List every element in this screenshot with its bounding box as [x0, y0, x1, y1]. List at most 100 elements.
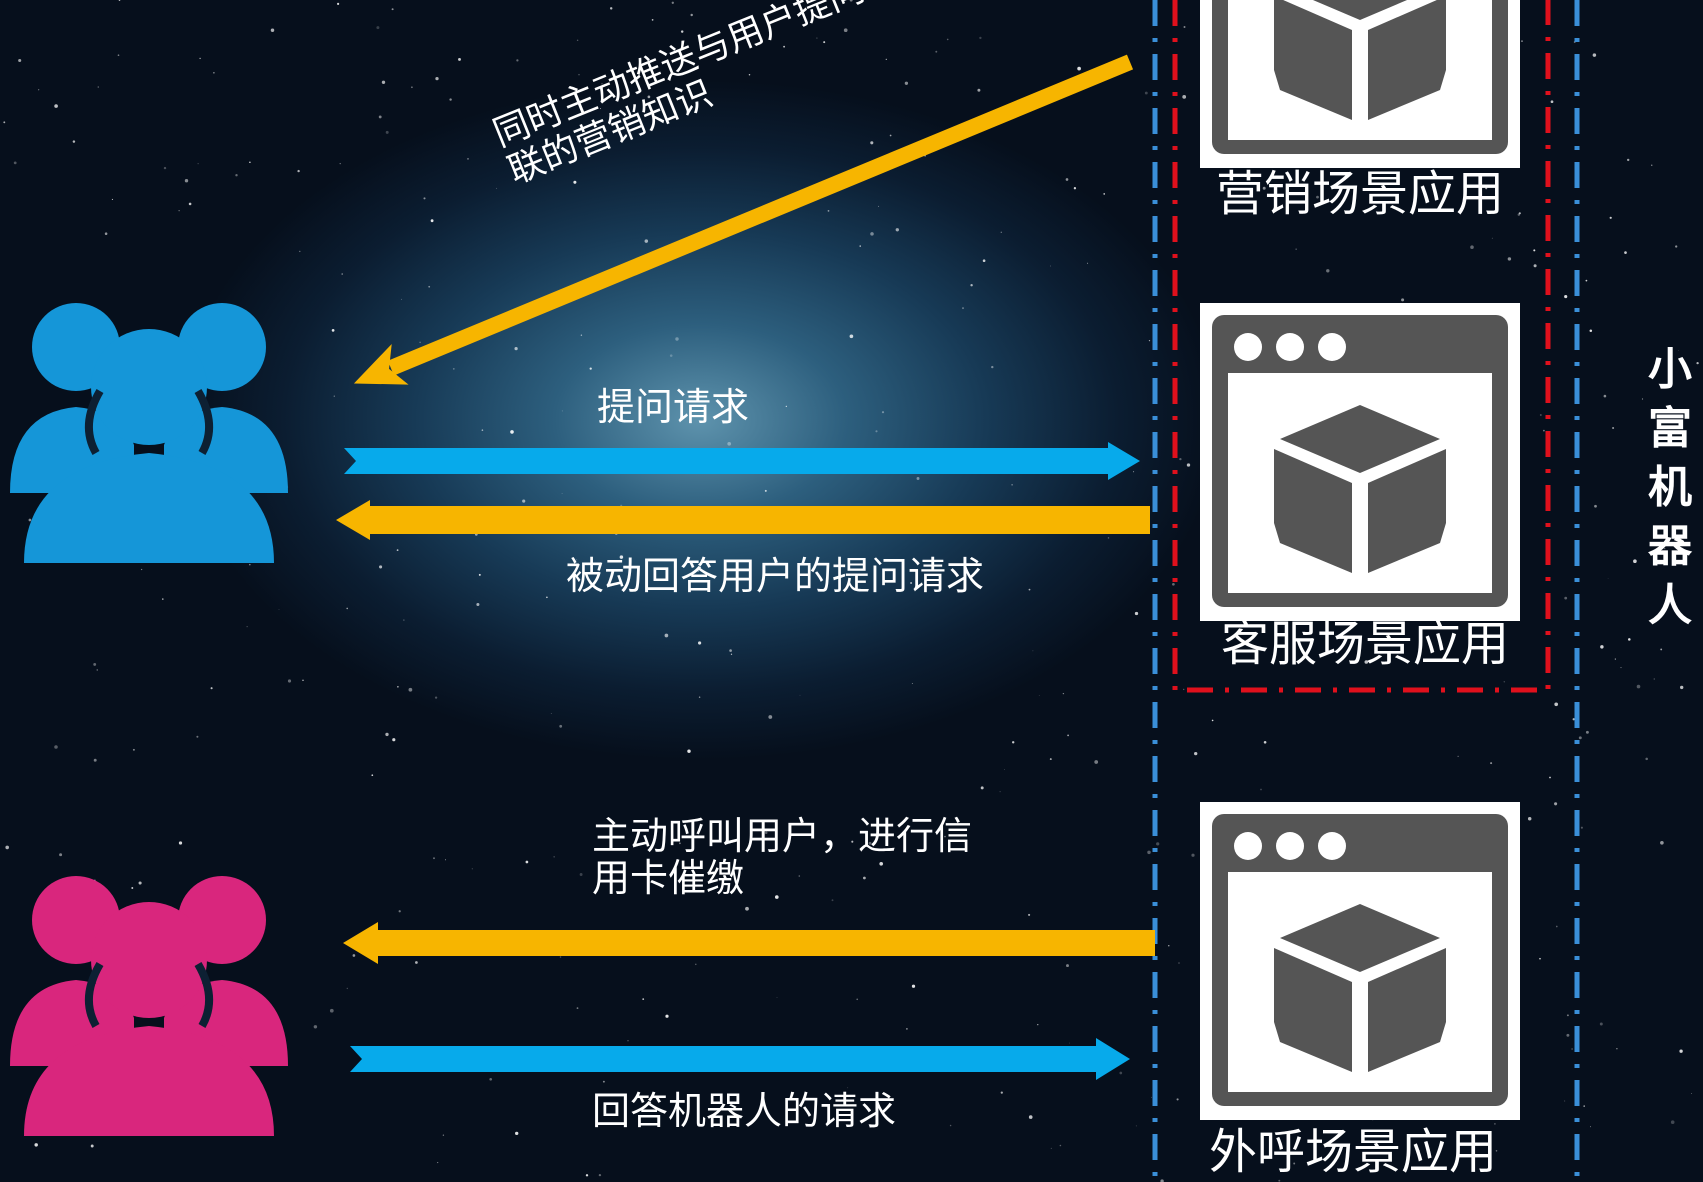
star	[1670, 1120, 1675, 1124]
star	[1607, 578, 1609, 579]
star	[397, 686, 399, 688]
star	[131, 887, 134, 889]
star	[669, 354, 673, 357]
star	[585, 1174, 589, 1177]
star	[1664, 548, 1666, 550]
star	[196, 735, 199, 738]
star	[97, 86, 100, 88]
star	[559, 724, 563, 728]
star	[1554, 802, 1558, 806]
star	[1178, 962, 1180, 964]
star	[381, 80, 386, 84]
star	[671, 1, 674, 4]
star	[93, 758, 97, 762]
star	[589, 367, 592, 370]
star	[680, 30, 684, 33]
star	[1065, 178, 1069, 181]
star	[550, 713, 552, 714]
star	[935, 50, 938, 53]
star	[1183, 26, 1186, 28]
star	[1628, 638, 1631, 641]
star	[847, 1087, 849, 1089]
star	[843, 28, 848, 33]
star	[875, 430, 878, 433]
star	[38, 89, 40, 91]
star	[619, 555, 624, 559]
star	[1533, 264, 1537, 268]
system-label: 小富机器人	[1648, 344, 1692, 631]
star	[970, 283, 973, 287]
star	[1696, 361, 1699, 365]
star	[775, 895, 779, 899]
star	[745, 906, 749, 911]
star	[1000, 231, 1002, 233]
star	[1073, 187, 1077, 190]
star	[1680, 685, 1684, 690]
star	[1183, 688, 1185, 691]
arrow-answer-robot	[350, 1038, 1130, 1080]
star	[1077, 66, 1081, 71]
star	[1028, 1115, 1033, 1119]
star	[1590, 1126, 1592, 1128]
star	[851, 840, 854, 843]
star	[1066, 964, 1069, 968]
star	[576, 1007, 579, 1009]
star	[458, 57, 461, 61]
star	[496, 187, 498, 189]
star	[333, 395, 335, 397]
star	[1585, 730, 1589, 734]
star	[1518, 212, 1521, 215]
star	[748, 73, 751, 76]
star	[1050, 1147, 1052, 1149]
star	[727, 441, 732, 446]
star	[730, 653, 733, 655]
star	[870, 232, 874, 236]
star	[489, 1077, 493, 1081]
star	[553, 856, 555, 858]
star	[1094, 760, 1099, 764]
star	[299, 250, 301, 253]
star	[580, 334, 583, 336]
star	[1004, 769, 1005, 771]
star	[1564, 1100, 1566, 1102]
label-ask-request: 提问请求	[597, 385, 750, 429]
star	[1564, 295, 1568, 299]
star	[1059, 1144, 1062, 1147]
star	[1603, 394, 1607, 398]
star	[437, 1162, 439, 1164]
star	[378, 115, 382, 119]
star	[1641, 398, 1644, 400]
star	[698, 696, 701, 698]
star	[561, 410, 563, 412]
star	[665, 1014, 669, 1018]
star	[1364, 660, 1369, 664]
star	[1609, 216, 1612, 219]
star	[213, 72, 215, 74]
user-group-icon	[10, 876, 288, 1136]
star	[13, 161, 17, 165]
star	[1675, 245, 1678, 248]
star	[481, 429, 484, 431]
star	[849, 334, 854, 339]
star	[132, 748, 135, 751]
star	[1612, 426, 1615, 430]
star	[514, 346, 518, 351]
star	[679, 842, 681, 845]
star	[54, 745, 58, 749]
star	[408, 687, 413, 692]
star	[1032, 650, 1034, 652]
star	[138, 881, 142, 885]
red-boundary	[1172, 0, 1551, 693]
star	[1133, 471, 1135, 473]
star	[249, 563, 251, 566]
star	[910, 582, 913, 584]
star	[1549, 776, 1551, 779]
star	[297, 169, 300, 173]
star	[385, 130, 389, 134]
star	[398, 910, 401, 913]
star	[1543, 429, 1545, 432]
star	[863, 876, 866, 880]
star	[1566, 1014, 1569, 1017]
star	[1168, 945, 1170, 947]
star	[1578, 736, 1582, 740]
